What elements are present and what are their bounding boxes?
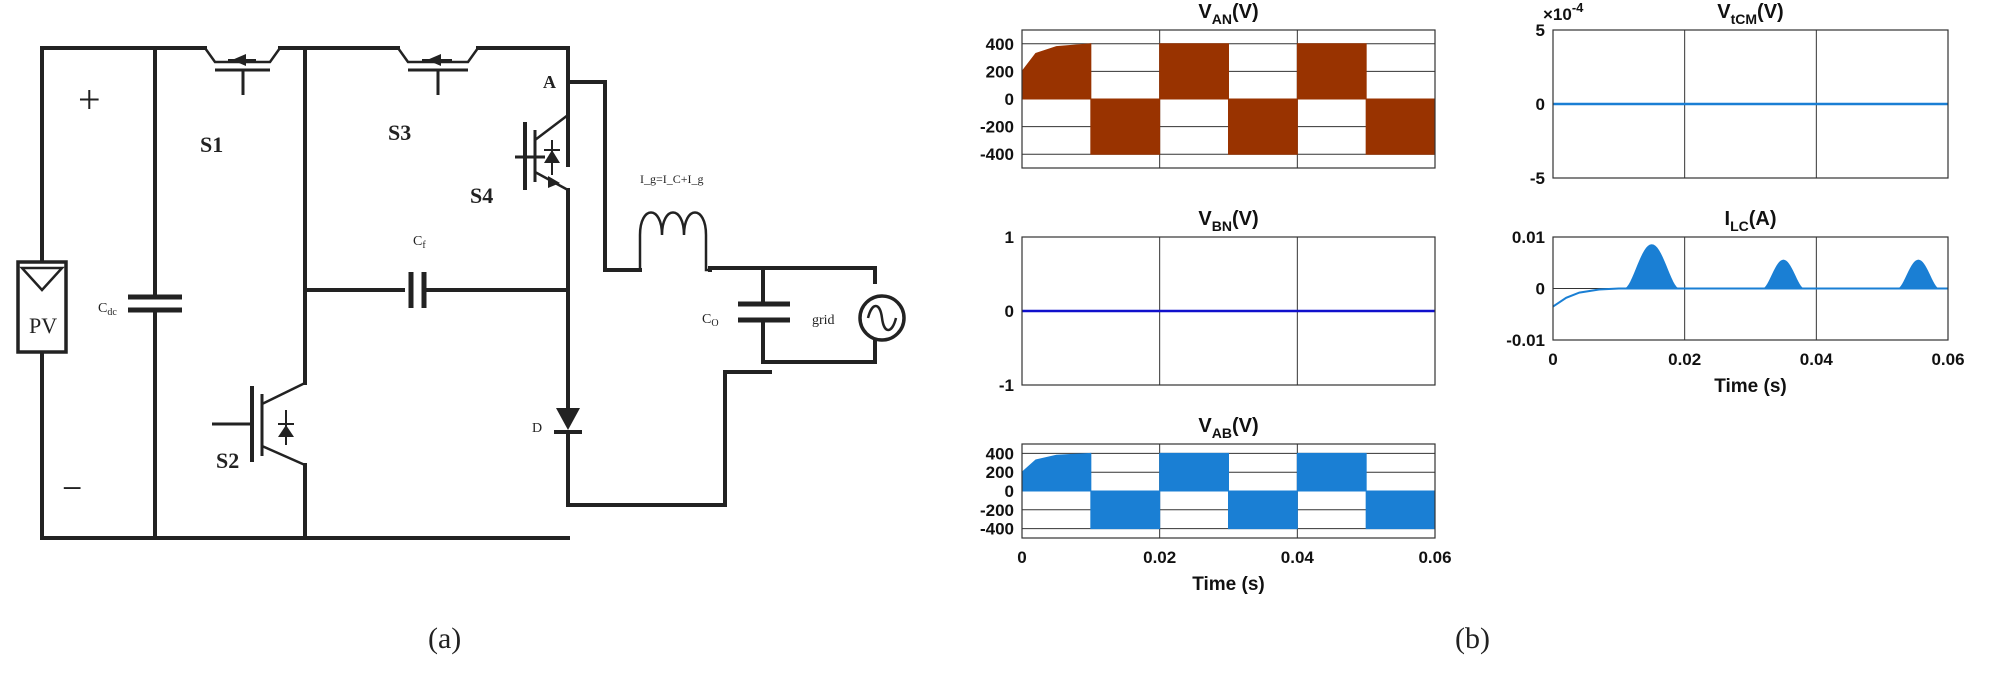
pulse-3 [1896, 259, 1940, 289]
axis-exponent: ×10-4 [1543, 0, 1584, 24]
inductor: I_g=I_C+I_g [638, 172, 710, 272]
caption-b: (b) [1455, 622, 1490, 655]
pv-label: PV [29, 313, 57, 338]
series-band-vab [1021, 452, 1436, 530]
chart-title: VBN(V) [1198, 208, 1258, 234]
y-tick-label: -400 [980, 145, 1014, 164]
x-tick-label: 0.06 [1931, 350, 1964, 369]
s4-label: S4 [470, 183, 493, 208]
cf-label: Cf [413, 234, 426, 251]
diode-d: D [532, 393, 582, 442]
chart-vtcm: 5 0 -5 VtCM(V) ×10-4 [1530, 0, 1949, 188]
y-tick-label: -200 [980, 118, 1014, 137]
series-line-ilc [1552, 287, 1948, 308]
y-tick-label: 200 [986, 463, 1014, 482]
x-tick-label: 0.04 [1800, 350, 1834, 369]
axes-box [1552, 236, 1949, 341]
y-tick-label: 400 [986, 35, 1014, 54]
node-a-label: A [543, 72, 556, 92]
minus-sign: − [62, 468, 82, 508]
capacitor-co: CO [702, 301, 790, 329]
series-band-van [1021, 43, 1436, 155]
axes-box [1552, 29, 1949, 179]
chart-title: VAN(V) [1198, 1, 1258, 27]
inverter-circuit-diagram: PV + − Cdc S1 S3 [16, 46, 906, 655]
s1-label: S1 [200, 132, 223, 157]
switch-s4: S4 A [470, 72, 570, 208]
chart-title: VtCM(V) [1717, 1, 1783, 27]
chart-vbn: 1 0 -1 VBN(V) [999, 208, 1436, 395]
y-tick-label: -400 [980, 520, 1014, 539]
x-tick-label: 0 [1548, 350, 1557, 369]
y-tick-label: -0.01 [1506, 331, 1545, 350]
y-tick-label: 1 [1005, 228, 1014, 247]
grid-source: grid [812, 294, 906, 342]
y-tick-label: 0 [1005, 90, 1014, 109]
y-tick-label: -5 [1530, 169, 1545, 188]
axes-box [1021, 236, 1436, 386]
y-tick-label: 5 [1536, 21, 1545, 40]
diode-label: D [532, 421, 542, 436]
x-tick-label: 0.06 [1418, 548, 1451, 567]
caption-a: (a) [428, 622, 461, 655]
x-axis-label: Time (s) [1192, 574, 1265, 595]
axes-box [1021, 29, 1436, 169]
pulse-2 [1761, 259, 1806, 289]
capacitor-cf: Cf [405, 234, 427, 310]
x-tick-label: 0.02 [1143, 548, 1176, 567]
y-tick-label: -1 [999, 376, 1014, 395]
x-axis-label: Time (s) [1714, 376, 1787, 397]
y-tick-label: 0 [1005, 482, 1014, 501]
pv-panel: PV [16, 260, 68, 354]
chart-van: 400 200 0 -200 -400 VAN(V) [980, 1, 1436, 169]
pulse-1 [1623, 244, 1680, 289]
y-tick-label: 0 [1005, 302, 1014, 321]
s2-label: S2 [216, 448, 239, 473]
y-tick-label: 0 [1536, 95, 1545, 114]
capacitor-cdc: Cdc [98, 281, 182, 325]
s3-label: S3 [388, 120, 411, 145]
waveform-plots: 4002000-200-400VAN(V)10-1VBN(V)4002000-2… [980, 0, 1965, 595]
y-tick-label: 0 [1536, 280, 1545, 299]
cdc-label: Cdc [98, 301, 117, 318]
axes-box [1021, 443, 1436, 539]
chart-title: ILC(A) [1725, 208, 1777, 234]
switch-s3: S3 [388, 47, 480, 145]
inductor-label: I_g=I_C+I_g [640, 172, 704, 186]
co-label: CO [702, 312, 719, 329]
y-tick-label: 400 [986, 444, 1014, 463]
y-tick-label: -200 [980, 501, 1014, 520]
switch-s2: S2 [212, 381, 306, 473]
y-tick-label: 200 [986, 62, 1014, 81]
plus-sign: + [78, 77, 101, 122]
x-tick-label: 0.02 [1668, 350, 1701, 369]
chart-title: VAB(V) [1198, 415, 1258, 441]
y-tick-label: 0.01 [1512, 228, 1545, 247]
switch-s1: S1 [200, 47, 282, 157]
x-tick-label: 0 [1017, 548, 1026, 567]
x-tick-label: 0.04 [1281, 548, 1315, 567]
grid-label: grid [812, 313, 835, 328]
